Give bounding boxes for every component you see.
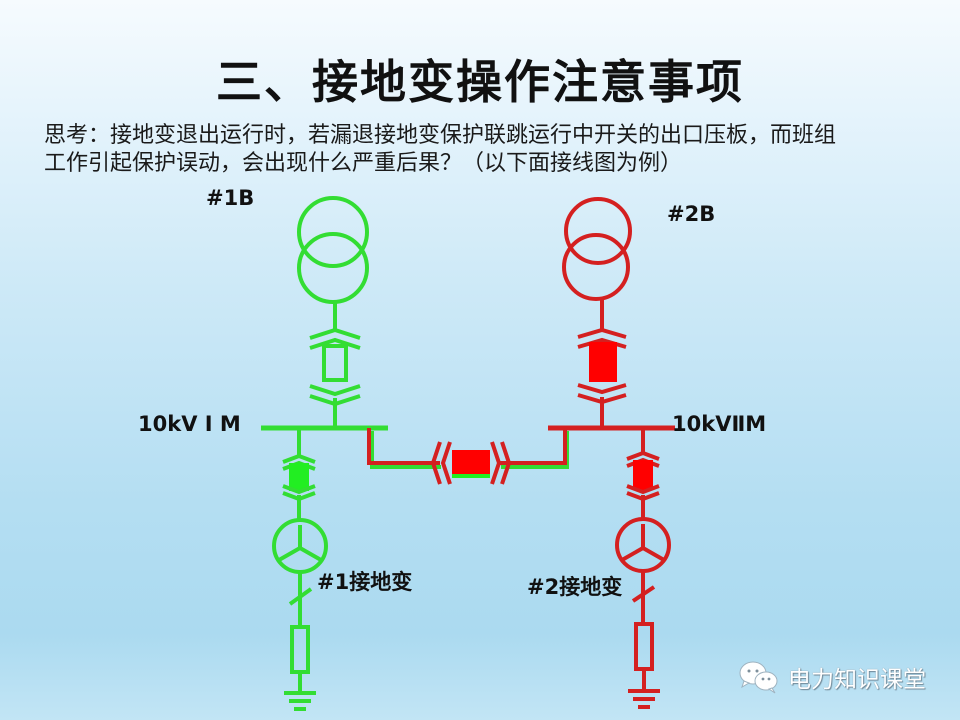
transformer-2-label: #2B xyxy=(667,202,716,226)
transformer-1-breaker-icon xyxy=(309,302,361,428)
transformer-2-breaker-icon xyxy=(577,300,627,428)
slide-title: 三、接地变操作注意事项 xyxy=(216,55,744,109)
bus-tie-breaker-icon xyxy=(430,441,512,485)
grounding-transformer-1-icon xyxy=(272,518,328,627)
question-line-2: 工作引起保护误动，会出现什么严重后果？（以下面接线图为例） xyxy=(44,151,683,176)
grounding-transformer-2-label: #2接地变 xyxy=(527,575,623,599)
bus-1-label: 10kV I M xyxy=(138,412,241,436)
transformer-2-icon xyxy=(562,197,632,301)
grounding-resistor-2-icon xyxy=(634,622,654,691)
watermark: 电力知识课堂 xyxy=(738,660,926,694)
watermark-text: 电力知识课堂 xyxy=(788,667,926,693)
grounding-transformer-1-breaker-icon xyxy=(282,428,316,520)
bus-tie-connection xyxy=(367,428,569,469)
bus-2-label: 10kVⅡM xyxy=(672,412,767,436)
grounding-transformer-2-breaker-icon xyxy=(626,428,660,520)
grounding-transformer-1-label: #1接地变 xyxy=(317,570,413,594)
ground-1-icon xyxy=(284,691,316,711)
transformer-1-label: #1B xyxy=(206,186,255,210)
question-line-1: 思考：接地变退出运行时，若漏退接地变保护联跳运行中开关的出口压板，而班组 xyxy=(44,123,837,148)
wechat-icon xyxy=(739,661,778,694)
ground-2-icon xyxy=(628,689,660,709)
grounding-resistor-1-icon xyxy=(290,625,310,692)
question-text: 思考：接地变退出运行时，若漏退接地变保护联跳运行中开关的出口压板，而班组 工作引… xyxy=(44,122,934,178)
transformer-1-icon xyxy=(297,196,369,304)
grounding-transformer-2-icon xyxy=(615,517,671,624)
